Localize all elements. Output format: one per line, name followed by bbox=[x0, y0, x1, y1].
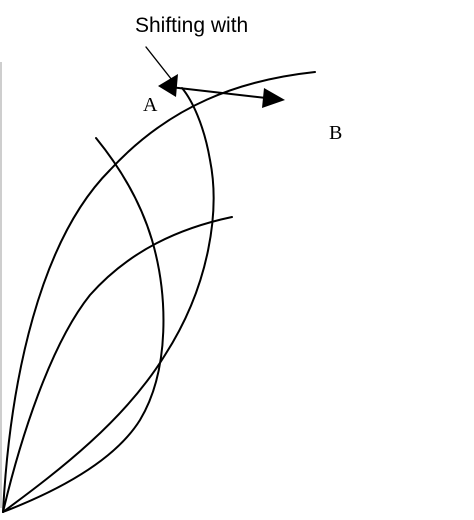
annotation-label: Shifting with bbox=[135, 14, 248, 37]
annotation-pointer-line bbox=[145, 46, 173, 81]
inner-curve-a bbox=[2, 216, 233, 513]
inner-curve-b bbox=[2, 137, 165, 513]
outer-curve-b bbox=[2, 87, 215, 513]
point-a-label: A bbox=[143, 94, 158, 116]
outer-curve-a bbox=[2, 71, 316, 513]
shift-arrow-shaft bbox=[169, 86, 276, 100]
shift-arrow-head-right bbox=[262, 88, 285, 108]
shift-arrow-head-left bbox=[158, 74, 178, 97]
point-b-label: B bbox=[329, 122, 342, 144]
